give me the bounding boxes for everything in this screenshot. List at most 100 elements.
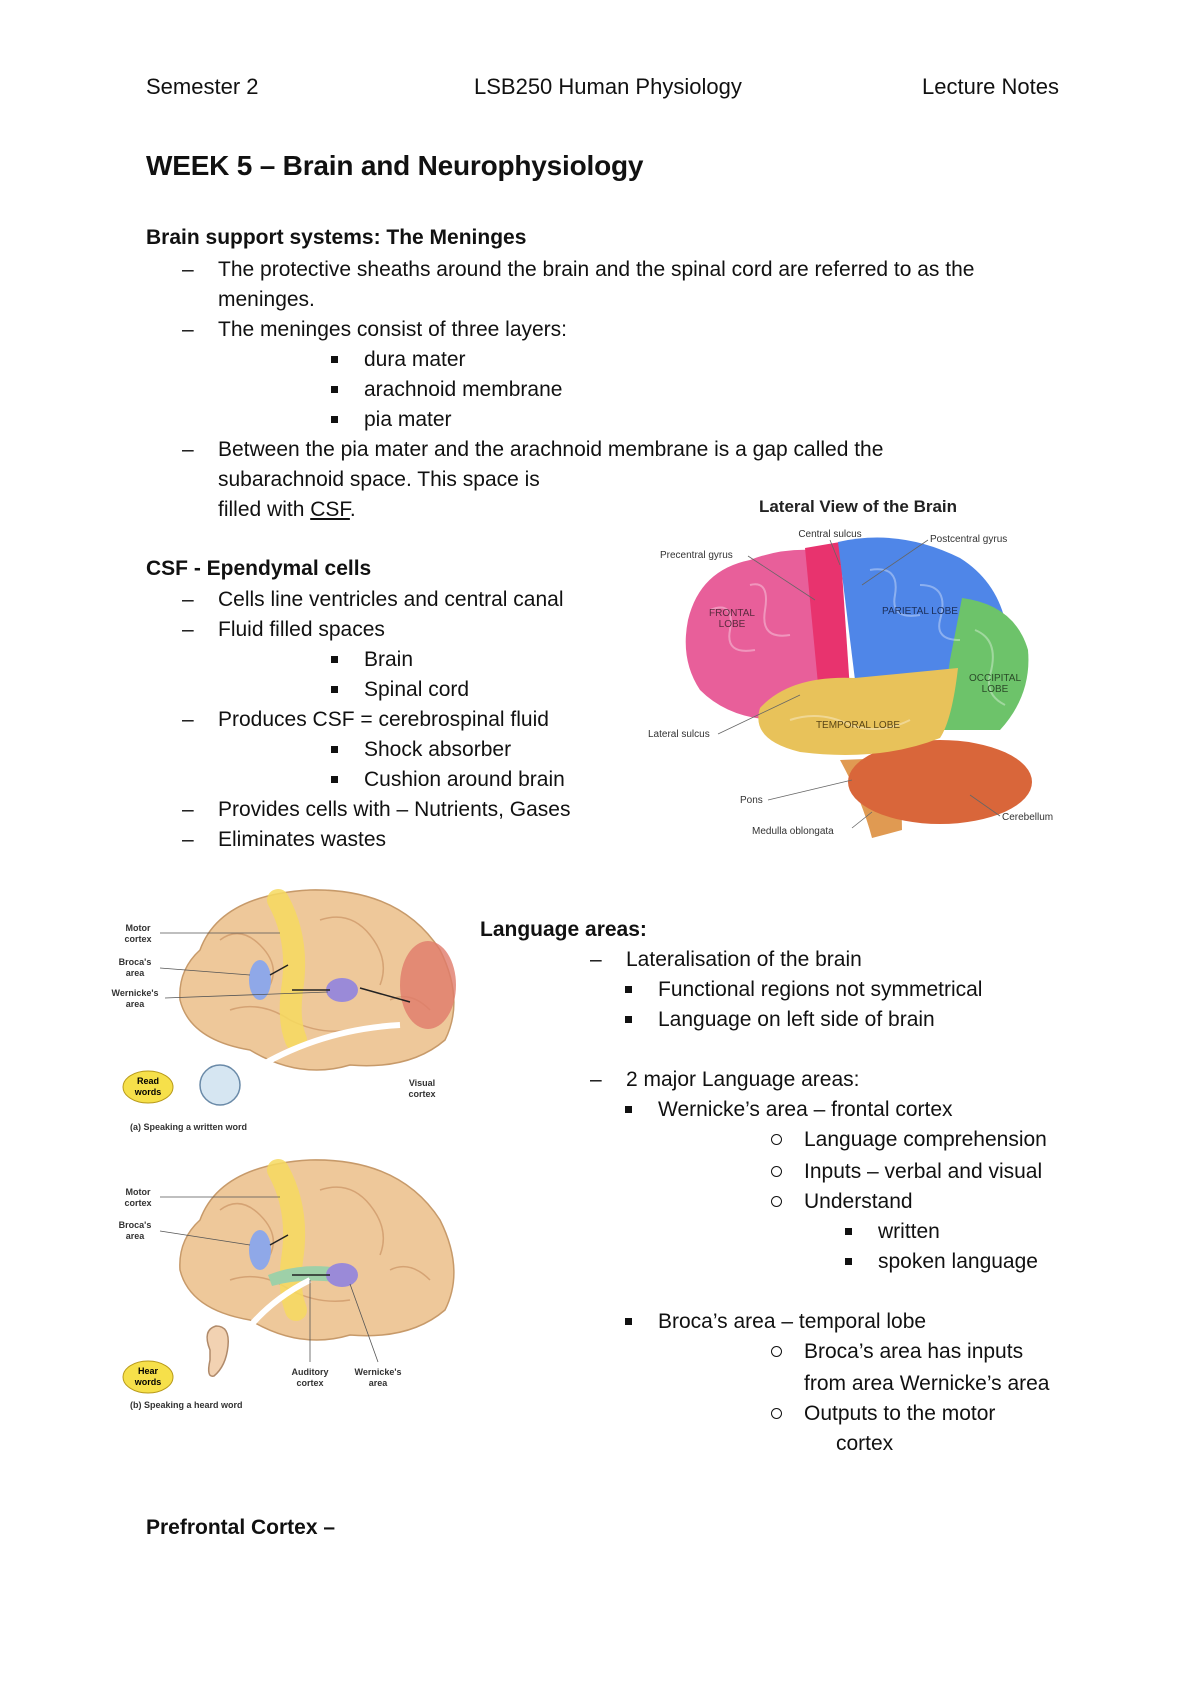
speech-figure-written: Read words Motor cortex Broca's area Wer… — [112, 889, 456, 1132]
language-bullet-2: 2 major Language areas: — [590, 1065, 859, 1095]
meninges-bullet-3-cont: subarachnoid space. This space is — [218, 468, 540, 491]
meninges-bullet-2: The meninges consist of three layers: — [182, 315, 567, 345]
broca-label-2-b: area — [126, 1231, 146, 1241]
medulla-label: Medulla oblongata — [752, 826, 834, 837]
motor-label-1-b: Motor — [126, 1187, 151, 1197]
csf-prefix: filled with — [218, 498, 311, 521]
layer-pia: pia mater — [331, 405, 452, 435]
lateral-brain-figure: Lateral View of the Brain FRONTAL LOBE P… — [648, 497, 1053, 838]
meninges-bullet-3: Between the pia mater and the arachnoid … — [182, 435, 883, 465]
cerebellum-label: Cerebellum — [1002, 812, 1053, 823]
csf-sub-cushion: Cushion around brain — [331, 765, 565, 795]
header-notes: Lecture Notes — [922, 74, 1059, 99]
broca-sub-inputs: Broca’s area has inputs — [770, 1337, 1023, 1367]
central-sulcus-label: Central sulcus — [798, 529, 861, 540]
wernicke-label-2-b: area — [369, 1378, 389, 1388]
language-sub-left: Language on left side of brain — [625, 1005, 935, 1035]
csf-bullet-3: Produces CSF = cerebrospinal fluid — [182, 705, 549, 735]
visual-label-2-a: cortex — [408, 1089, 435, 1099]
frontal-lobe-shape — [685, 549, 825, 720]
csf-sub-spinal: Spinal cord — [330, 675, 469, 705]
prefrontal-heading: Prefrontal Cortex – — [146, 1516, 336, 1539]
occipital-lobe-shape — [940, 598, 1029, 730]
hear-words-badge — [122, 1360, 174, 1394]
csf-bullet-1: Cells line ventricles and central canal — [182, 585, 563, 615]
hear-label-2: words — [134, 1377, 162, 1387]
broca-region-a — [249, 960, 271, 1000]
ear-icon — [206, 1325, 229, 1377]
csf-heading: CSF - Ependymal cells — [146, 557, 372, 580]
motor-label-2-b: cortex — [124, 1198, 151, 1208]
broca-label-1-b: Broca's — [119, 1220, 152, 1230]
language-sub-symmetry: Functional regions not symmetrical — [624, 975, 982, 1005]
postcentral-gyrus-label: Postcentral gyrus — [930, 534, 1007, 545]
layer-dura: dura mater — [331, 345, 466, 375]
visual-cortex-region-a — [400, 941, 456, 1029]
auditory-path-b — [219, 1277, 312, 1372]
motor-cortex-region-b — [267, 1159, 307, 1321]
lateral-sulcus-label: Lateral sulcus — [648, 729, 710, 740]
wernicke-sub-comprehension: Language comprehension — [771, 1125, 1047, 1155]
language-heading: Language areas: — [480, 918, 647, 941]
caption-b: (b) Speaking a heard word — [130, 1400, 243, 1410]
csf-bullet-5: Eliminates wastes — [182, 825, 386, 855]
frontal-label-1: FRONTAL — [709, 608, 755, 619]
wernicke-item: Wernicke’s area – frontal cortex — [625, 1095, 953, 1125]
wernicke-label-1-a: Wernicke's — [112, 988, 159, 998]
wernicke-sub-understand: Understand — [771, 1187, 913, 1217]
meninges-bullet-3-cont2: filled with CSF. — [218, 495, 356, 525]
meninges-bullet-1-cont: meninges. — [218, 288, 315, 311]
broca-sub-inputs-cont: from area Wernicke’s area — [804, 1372, 1050, 1395]
csf-suffix: . — [349, 498, 356, 521]
broca-sub-outputs: Outputs to the motor — [770, 1399, 995, 1429]
layer-arachnoid: arachnoid membrane — [330, 375, 562, 405]
pons-label: Pons — [740, 795, 763, 806]
auditory-region-b — [268, 1266, 340, 1286]
wernicke-label-2-a: area — [126, 999, 146, 1009]
wernicke-label-1-b: Wernicke's — [355, 1367, 402, 1377]
occipital-label-1: OCCIPITAL — [969, 673, 1021, 684]
motor-label-2-a: cortex — [124, 934, 151, 944]
csf-bullet-4: Provides cells with – Nutrients, Gases — [182, 795, 571, 825]
understand-sub-spoken: spoken language — [845, 1247, 1038, 1277]
brain-shape-b — [179, 1159, 455, 1341]
page-title: WEEK 5 – Brain and Neurophysiology — [146, 150, 644, 181]
eye-icon — [199, 1064, 241, 1106]
read-words-badge — [122, 1070, 174, 1104]
wernicke-region-b — [326, 1263, 358, 1287]
broca-label-2-a: area — [126, 968, 146, 978]
wernicke-sub-inputs: Inputs – verbal and visual — [770, 1157, 1042, 1187]
cerebellum-shape — [848, 740, 1032, 824]
frontal-label-2: LOBE — [719, 619, 746, 630]
broca-item: Broca’s area – temporal lobe — [624, 1307, 926, 1337]
auditory-label-2-b: cortex — [296, 1378, 323, 1388]
meninges-heading: Brain support systems: The Meninges — [146, 226, 527, 249]
header-course: LSB250 Human Physiology — [474, 74, 742, 99]
visual-label-1-a: Visual — [409, 1078, 435, 1088]
visual-path-a — [236, 1022, 401, 1083]
csf-sub-brain: Brain — [330, 645, 413, 675]
motor-label-1-a: Motor — [126, 923, 151, 933]
temporal-lobe-shape — [758, 668, 958, 755]
speech-figure-heard: Hear words Motor cortex Broca's area Aud… — [119, 1159, 455, 1410]
meninges-bullet-1: The protective sheaths around the brain … — [182, 255, 974, 285]
language-bullet-1: Lateralisation of the brain — [590, 945, 862, 975]
lateral-figure-title: Lateral View of the Brain — [759, 497, 957, 516]
temporal-label: TEMPORAL LOBE — [816, 720, 900, 731]
read-label-1: Read — [137, 1076, 159, 1086]
parietal-label: PARIETAL LOBE — [882, 606, 958, 617]
hear-label-1: Hear — [138, 1366, 159, 1376]
wernicke-region-a — [326, 978, 358, 1002]
csf-link[interactable]: CSF — [310, 498, 350, 521]
caption-a: (a) Speaking a written word — [130, 1122, 247, 1132]
understand-sub-written: written — [845, 1217, 940, 1247]
broca-region-b — [249, 1230, 271, 1270]
occipital-label-2: LOBE — [982, 684, 1009, 695]
auditory-label-1-b: Auditory — [292, 1367, 329, 1377]
precentral-gyrus-shape — [805, 542, 850, 705]
header-semester: Semester 2 — [146, 74, 259, 99]
broca-sub-outputs-cont: cortex — [836, 1432, 894, 1455]
precentral-gyrus-label: Precentral gyrus — [660, 550, 733, 561]
broca-label-1-a: Broca's — [119, 957, 152, 967]
read-label-2: words — [134, 1087, 162, 1097]
